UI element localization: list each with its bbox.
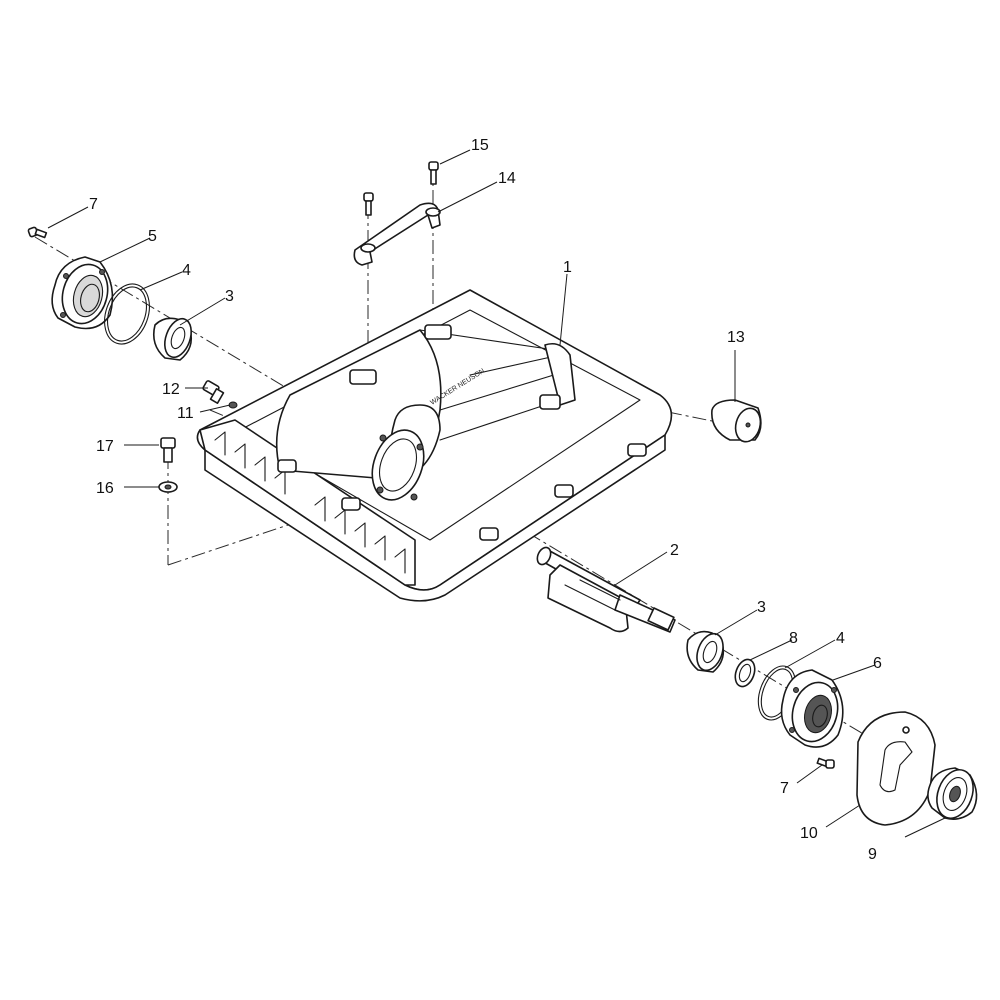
callout-9: 9 [868,846,877,863]
callout-13: 13 [727,329,745,346]
left-flange-screw [27,226,48,239]
callout-8: 8 [789,630,798,647]
mounting-washer [158,481,178,493]
base-plate: WACKER NEUSON [196,289,673,602]
eccentric-cover-plate [856,711,936,826]
callout-12: 12 [162,381,180,398]
rubber-buffer [711,399,762,443]
callout-1: 1 [563,259,572,276]
right-bearing [686,630,725,673]
callout-17: 17 [96,438,114,455]
callout-2: 2 [670,542,679,559]
callout-3b: 3 [757,599,766,616]
handle-screws [363,161,439,216]
callout-4b: 4 [836,630,845,647]
callout-6: 6 [873,655,882,672]
drain-plug [202,380,225,404]
right-bearing-flange [780,669,844,748]
callout-16: 16 [96,480,114,497]
left-o-ring [104,283,150,345]
callout-7a: 7 [89,196,98,213]
spacer-ring [734,658,756,688]
callout-5: 5 [148,228,157,245]
callout-3a: 3 [225,288,234,305]
callout-labels: 1 2 3 3 4 4 5 6 7 7 8 9 10 11 12 13 14 1… [89,137,882,863]
eccentric-shaft [536,546,676,633]
plug-seal [228,401,238,409]
right-flange-screw [816,757,835,769]
callout-15: 15 [471,137,489,154]
left-bearing [152,317,193,361]
mounting-bolt [160,437,176,463]
callout-11: 11 [177,405,194,422]
carry-handle [353,202,441,266]
left-bearing-flange [51,256,114,330]
callout-10: 10 [800,825,818,842]
leader-lines [47,149,946,838]
callout-4a: 4 [182,262,191,279]
callout-7b: 7 [780,780,789,797]
callout-14: 14 [498,170,516,187]
v-belt-pulley [927,767,978,820]
